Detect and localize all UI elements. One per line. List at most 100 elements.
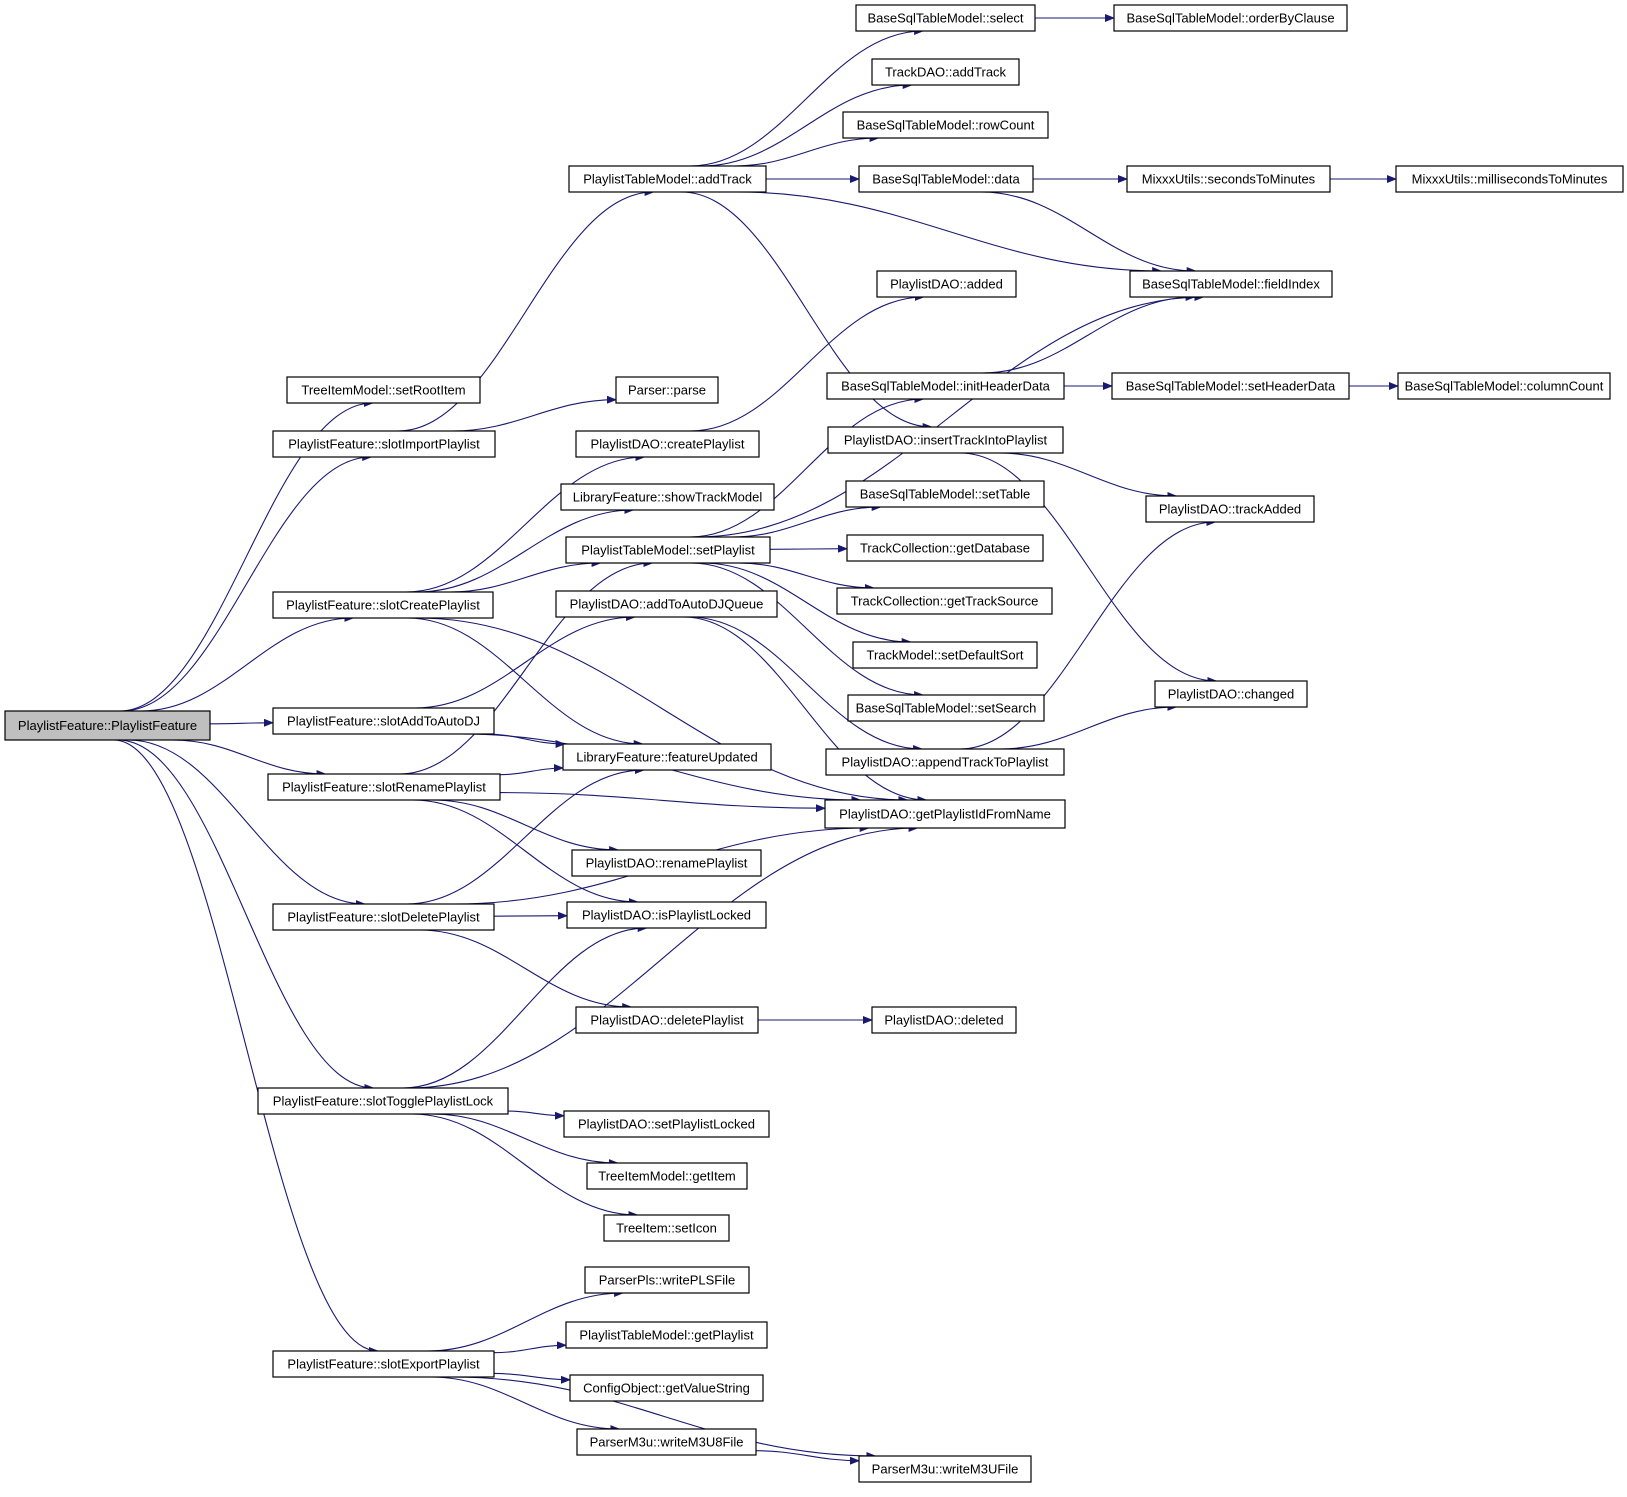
node-slotExportPlaylist[interactable]: PlaylistFeature::slotExportPlaylist	[272, 1350, 495, 1378]
edge-appendTrackToPlaylist-to-changed	[999, 703, 1178, 750]
node-box	[4, 710, 211, 741]
node-initHeaderData[interactable]: BaseSqlTableModel::initHeaderData	[826, 372, 1065, 400]
node-box	[257, 1087, 509, 1115]
edge-slotRenamePlaylist-to-setPlaylist	[399, 559, 654, 775]
node-label: ParserPls::writePLSFile	[599, 1273, 736, 1288]
node-featureUpdated[interactable]: LibraryFeature::featureUpdated	[562, 743, 772, 771]
node-getPlaylistIdFromName[interactable]: PlaylistDAO::getPlaylistIdFromName	[824, 799, 1066, 829]
node-setTable[interactable]: BaseSqlTableModel::setTable	[845, 480, 1045, 508]
edge-setPlaylist-to-getDatabase	[769, 544, 848, 553]
node-label: PlaylistFeature::slotRenamePlaylist	[282, 780, 486, 795]
node-label: PlaylistDAO::appendTrackToPlaylist	[842, 755, 1049, 770]
edge-root-to-slotCreatePlaylist	[140, 614, 355, 712]
node-isPlaylistLocked[interactable]: PlaylistDAO::isPlaylistLocked	[566, 901, 767, 929]
node-setIcon[interactable]: TreeItem::setIcon	[603, 1214, 730, 1242]
node-setRootItem[interactable]: TreeItemModel::setRootItem	[286, 376, 481, 404]
node-deleted[interactable]: PlaylistDAO::deleted	[871, 1006, 1017, 1034]
edge-appendTrackToPlaylist-to-trackAdded	[959, 518, 1217, 750]
node-rowCount[interactable]: BaseSqlTableModel::rowCount	[842, 111, 1049, 139]
edge-ptmAddTrack-to-rowCount	[734, 134, 880, 167]
node-getItem[interactable]: TreeItemModel::getItem	[586, 1162, 748, 1190]
edge-slotTogglePlaylistLock-to-setIcon	[411, 1113, 639, 1219]
node-box	[566, 901, 767, 929]
node-trackAdded[interactable]: PlaylistDAO::trackAdded	[1145, 495, 1315, 523]
node-box	[562, 743, 772, 771]
node-box	[565, 536, 771, 564]
node-deletePlaylist[interactable]: PlaylistDAO::deletePlaylist	[575, 1006, 759, 1034]
node-getDatabase[interactable]: TrackCollection::getDatabase	[846, 534, 1044, 562]
node-parse[interactable]: Parser::parse	[615, 376, 719, 404]
node-trackDaoAddTrack[interactable]: TrackDAO::addTrack	[871, 58, 1020, 86]
node-writeM3U8File[interactable]: ParserM3u::writeM3U8File	[576, 1428, 757, 1456]
node-slotDeletePlaylist[interactable]: PlaylistFeature::slotDeletePlaylist	[272, 903, 495, 931]
edge-slotRenamePlaylist-to-featureUpdated	[499, 764, 564, 776]
node-appendTrackToPlaylist[interactable]: PlaylistDAO::appendTrackToPlaylist	[825, 748, 1065, 776]
node-box	[272, 430, 496, 458]
node-box	[272, 707, 495, 735]
node-addToAutoDJQueue[interactable]: PlaylistDAO::addToAutoDJQueue	[555, 590, 778, 618]
edge-slotAddToAutoDJ-to-addToAutoDJQueue	[414, 613, 637, 709]
node-box	[846, 534, 1044, 562]
node-columnCount[interactable]: BaseSqlTableModel::columnCount	[1397, 372, 1611, 400]
node-box	[836, 587, 1053, 615]
node-added[interactable]: PlaylistDAO::added	[876, 270, 1017, 298]
node-box	[272, 591, 494, 619]
node-box	[272, 1350, 495, 1378]
node-label: PlaylistDAO::renamePlaylist	[586, 856, 748, 871]
node-getValueString[interactable]: ConfigObject::getValueString	[569, 1374, 764, 1402]
node-box	[852, 641, 1038, 669]
edge-slotDeletePlaylist-to-deletePlaylist	[419, 929, 633, 1011]
node-slotCreatePlaylist[interactable]: PlaylistFeature::slotCreatePlaylist	[272, 591, 494, 619]
edge-slotExportPlaylist-to-writeM3U8File	[430, 1376, 621, 1433]
node-slotAddToAutoDJ[interactable]: PlaylistFeature::slotAddToAutoDJ	[272, 707, 495, 735]
node-changed[interactable]: PlaylistDAO::changed	[1154, 680, 1308, 708]
node-insertTrackIntoPlaylist[interactable]: PlaylistDAO::insertTrackIntoPlaylist	[827, 426, 1064, 454]
node-orderByClause[interactable]: BaseSqlTableModel::orderByClause	[1113, 4, 1348, 32]
node-setSearch[interactable]: BaseSqlTableModel::setSearch	[847, 694, 1045, 722]
node-writePLSFile[interactable]: ParserPls::writePLSFile	[584, 1266, 750, 1294]
edge-addToAutoDJQueue-to-appendTrackToPlaylist	[689, 616, 924, 753]
edge-slotExportPlaylist-to-getValueString	[493, 1372, 571, 1384]
node-fieldIndex[interactable]: BaseSqlTableModel::fieldIndex	[1129, 270, 1333, 298]
node-setHeaderData[interactable]: BaseSqlTableModel::setHeaderData	[1111, 372, 1350, 400]
node-label: PlaylistFeature::PlaylistFeature	[18, 718, 197, 733]
node-label: PlaylistDAO::setPlaylistLocked	[578, 1117, 755, 1132]
node-label: TrackModel::setDefaultSort	[866, 648, 1023, 663]
edge-slotExportPlaylist-to-writePLSFile	[427, 1289, 625, 1352]
node-box	[1113, 4, 1348, 32]
node-getTrackSource[interactable]: TrackCollection::getTrackSource	[836, 587, 1053, 615]
edge-root-to-slotAddToAutoDJ	[209, 718, 274, 727]
node-millisecondsToMinutes[interactable]: MixxxUtils::millisecondsToMinutes	[1395, 165, 1624, 193]
node-box	[568, 165, 767, 193]
node-setDefaultSort[interactable]: TrackModel::setDefaultSort	[852, 641, 1038, 669]
node-setPlaylistLocked[interactable]: PlaylistDAO::setPlaylistLocked	[563, 1110, 770, 1138]
node-data[interactable]: BaseSqlTableModel::data	[858, 165, 1034, 193]
node-createPlaylist[interactable]: PlaylistDAO::createPlaylist	[575, 430, 760, 458]
edge-insertTrackIntoPlaylist-to-trackAdded	[999, 452, 1178, 500]
node-slotTogglePlaylistLock[interactable]: PlaylistFeature::slotTogglePlaylistLock	[257, 1087, 509, 1115]
node-getPlaylist[interactable]: PlaylistTableModel::getPlaylist	[565, 1321, 768, 1349]
node-showTrackModel[interactable]: LibraryFeature::showTrackModel	[560, 483, 775, 511]
node-writeM3UFile[interactable]: ParserM3u::writeM3UFile	[858, 1455, 1032, 1483]
edge-slotTogglePlaylistLock-to-getItem	[432, 1113, 619, 1167]
node-secondsToMinutes[interactable]: MixxxUtils::secondsToMinutes	[1126, 165, 1331, 193]
node-slotRenamePlaylist[interactable]: PlaylistFeature::slotRenamePlaylist	[267, 773, 501, 801]
node-label: PlaylistDAO::insertTrackIntoPlaylist	[844, 433, 1048, 448]
node-box	[576, 1428, 757, 1456]
node-box	[825, 748, 1065, 776]
edge-setPlaylist-to-getTrackSource	[738, 562, 875, 592]
node-select[interactable]: BaseSqlTableModel::select	[855, 4, 1036, 32]
node-label: PlaylistDAO::trackAdded	[1159, 502, 1301, 517]
node-renamePlaylist[interactable]: PlaylistDAO::renamePlaylist	[571, 849, 762, 877]
node-setPlaylist[interactable]: PlaylistTableModel::setPlaylist	[565, 536, 771, 564]
edge-setPlaylist-to-setTable	[732, 503, 882, 538]
edge-slotCreatePlaylist-to-featureUpdated	[407, 617, 644, 748]
node-ptmAddTrack[interactable]: PlaylistTableModel::addTrack	[568, 165, 767, 193]
node-root[interactable]: PlaylistFeature::PlaylistFeature	[4, 710, 211, 741]
edge-slotCreatePlaylist-to-setPlaylist	[450, 559, 602, 593]
node-label: ParserM3u::writeM3U8File	[590, 1435, 744, 1450]
node-slotImportPlaylist[interactable]: PlaylistFeature::slotImportPlaylist	[272, 430, 496, 458]
node-box	[855, 4, 1036, 32]
edge-slotImportPlaylist-to-ptmAddTrack	[397, 188, 655, 432]
node-label: PlaylistDAO::addToAutoDJQueue	[570, 597, 764, 612]
